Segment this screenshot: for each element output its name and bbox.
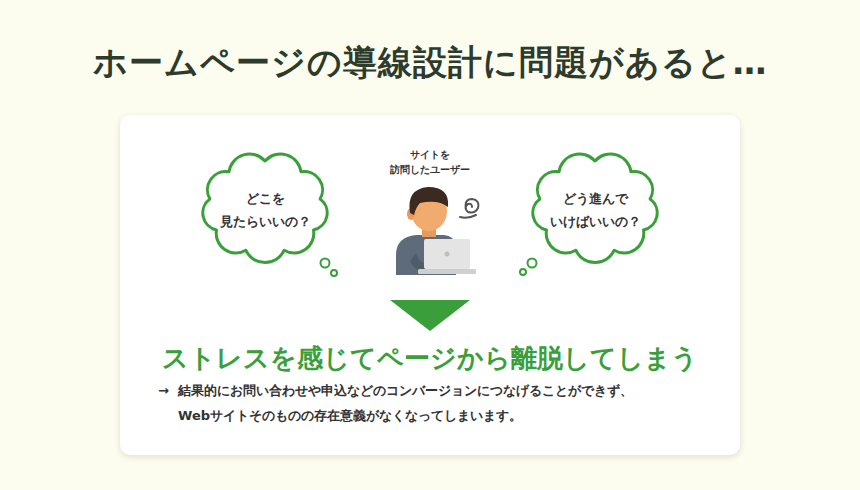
cloud-shape: [533, 154, 657, 263]
body-wrap: 結果的にお問い合わせや申込などのコンバージョンにつなげることができず、 Webサ…: [178, 379, 718, 428]
cloud-shape: [203, 154, 327, 263]
content-card: ストレスを感じてページから離脱してしまう結果的にお問い合わせや申込などのコンバー…: [120, 115, 740, 455]
bullet-arrow: →: [158, 379, 169, 404]
laptop-base: [418, 269, 476, 274]
thought-cloud: どう進んで いけばいいの？: [520, 145, 670, 275]
cloud-outline: [190, 145, 340, 275]
cloud-outline: [520, 145, 670, 275]
page-title: ホームページの導線設計に問題があると…: [0, 40, 860, 86]
user-label-wrap: サイトを 訪問したユーザー: [370, 147, 490, 177]
confusion-spiral: [460, 199, 478, 218]
thought-dot: [321, 259, 330, 268]
title-wrap: ホームページの導線設計に問題があると…: [0, 40, 860, 86]
cloud-text-wrap: どこを 見たらいいの？: [190, 145, 340, 275]
card-body: 結果的にお問い合わせや申込などのコンバージョンにつなげることができず、 Webサ…: [178, 379, 718, 428]
down-triangle: [390, 300, 470, 331]
bullet-arrow-wrap: →: [158, 379, 169, 404]
cloud-text: どう進んで いけばいいの？: [535, 187, 655, 234]
thought-dot: [331, 270, 337, 276]
thought-dot: [520, 269, 526, 275]
card-heading: ストレスを感じてページから離脱してしまう: [120, 341, 740, 376]
thought-dot: [528, 259, 537, 268]
user-hair: [409, 187, 448, 215]
thought-cloud: どこを 見たらいいの？: [190, 145, 340, 275]
laptop-screen: [424, 239, 470, 269]
cloud-text-wrap: どう進んで いけばいいの？: [520, 145, 670, 275]
cloud-text: どこを 見たらいいの？: [205, 187, 325, 234]
laptop-logo: [445, 252, 450, 257]
heading-wrap: ストレスを感じてページから離脱してしまう: [120, 341, 740, 376]
user-label: サイトを 訪問したユーザー: [370, 147, 490, 177]
